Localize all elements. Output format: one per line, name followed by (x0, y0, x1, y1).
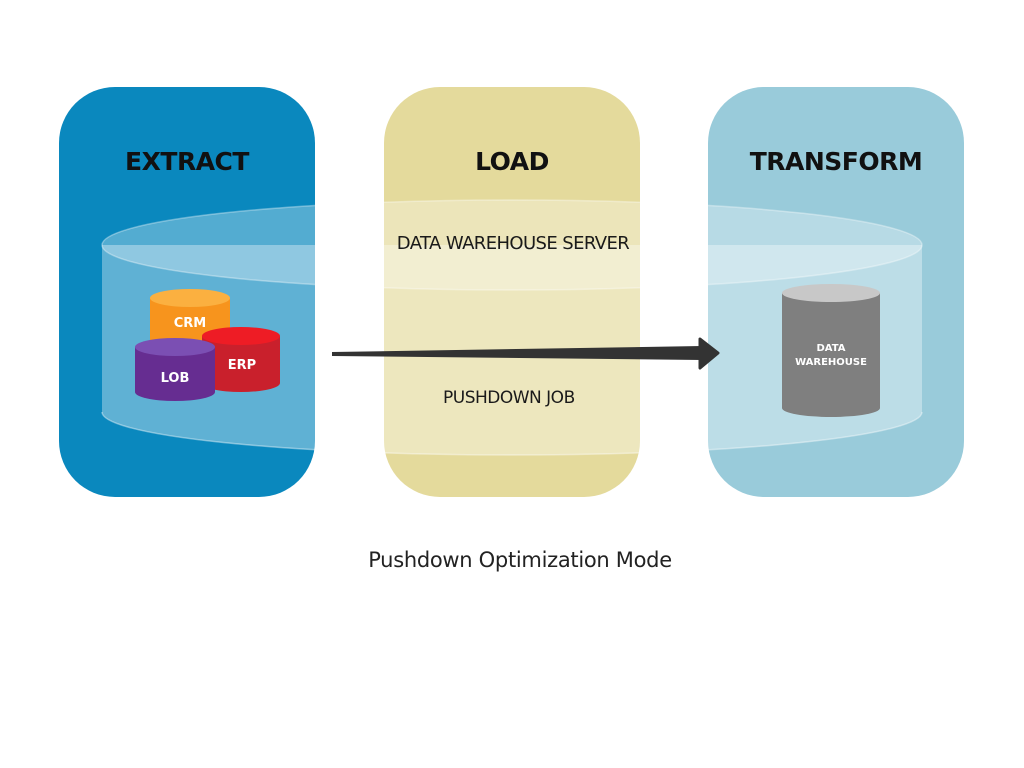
data-warehouse-icon (782, 284, 880, 417)
extract-stage-title: EXTRACT (125, 147, 249, 176)
lob-label: LOB (160, 371, 190, 386)
data-warehouse-label-line2: WAREHOUSE (795, 357, 867, 368)
pushdown-job-label: PUSHDOWN JOB (443, 388, 575, 408)
crm-label: CRM (173, 316, 207, 331)
flow-arrow-icon (332, 337, 720, 370)
erp-database-icon (202, 327, 280, 392)
server-cylinder-bottom-edge (101, 411, 923, 456)
load-stage-title: LOAD (475, 147, 549, 176)
transform-stage-title: TRANSFORM (749, 147, 923, 176)
server-cylinder-top (101, 199, 923, 291)
load-stage-panel: LOAD (384, 87, 640, 497)
lob-database-icon (135, 338, 215, 401)
diagram-caption: Pushdown Optimization Mode (368, 548, 672, 572)
server-label: DATA WAREHOUSE SERVER (396, 233, 630, 254)
data-warehouse-label-line1: DATA (816, 343, 846, 354)
data-warehouse-label: DATA WAREHOUSE (781, 342, 881, 370)
erp-label: ERP (227, 358, 257, 373)
